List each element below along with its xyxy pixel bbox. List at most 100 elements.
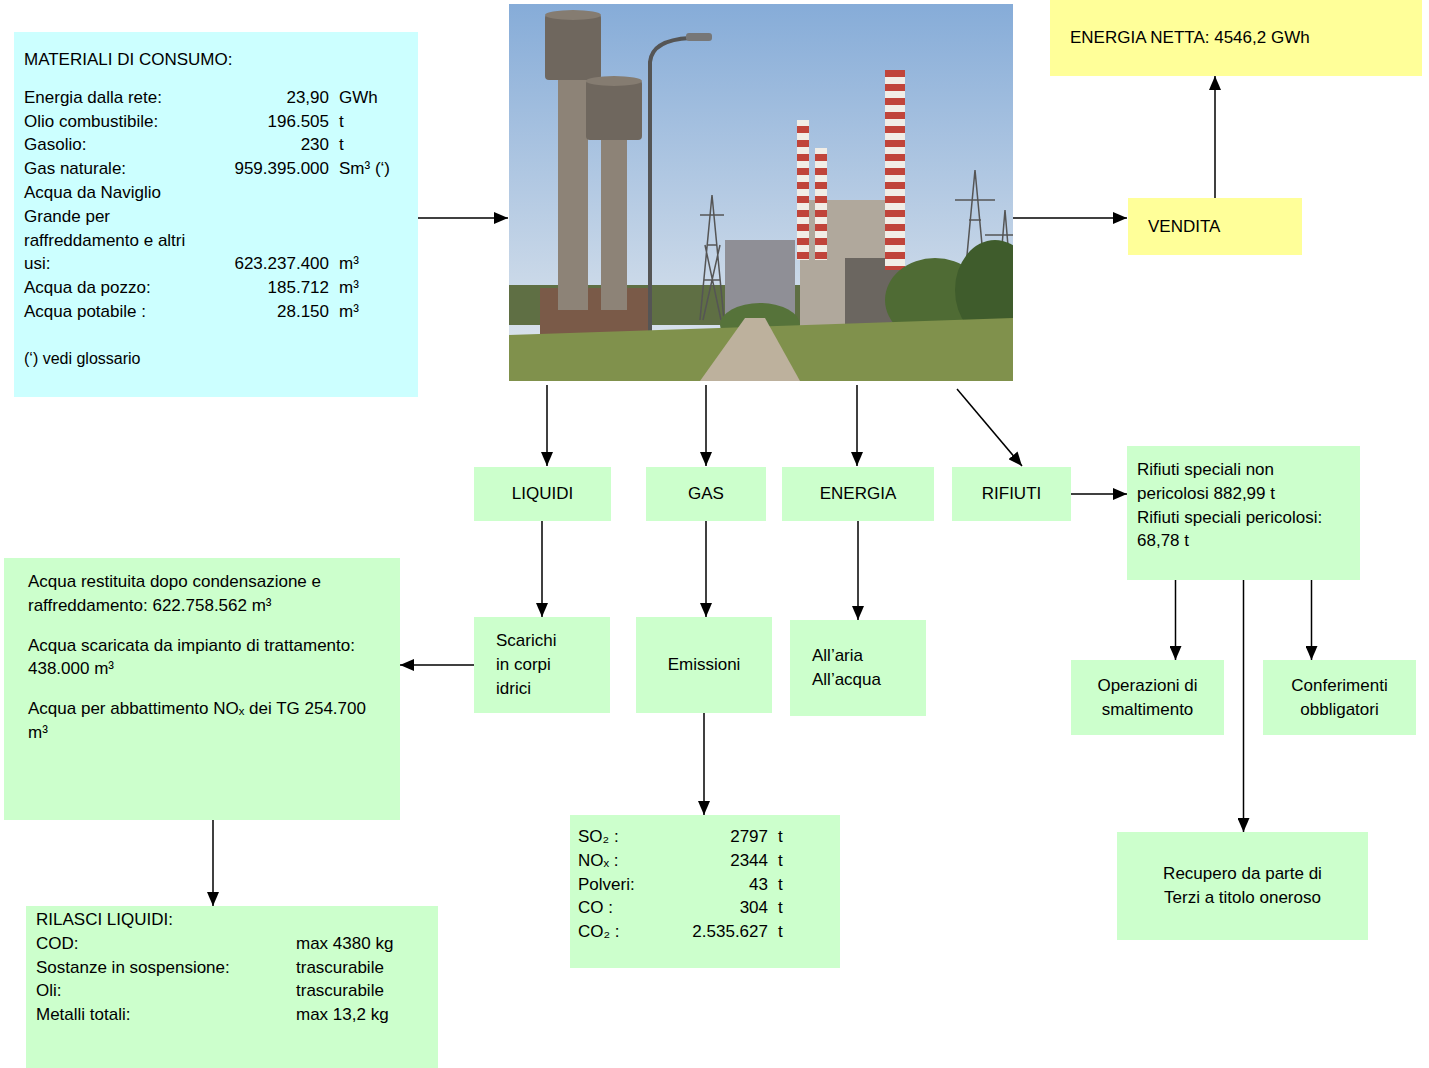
table-cell: CO :	[578, 896, 658, 920]
process-box: VENDITA	[1128, 198, 1302, 255]
table-cell: Acqua da Naviglio Grande per raffreddame…	[24, 181, 204, 276]
flow-arrow	[1175, 580, 1177, 660]
water-tower-stem	[558, 78, 588, 310]
table-cell: NOₓ :	[578, 849, 658, 873]
flow-arrow	[400, 664, 474, 666]
process-box: Recupero da parte di Terzi a titolo oner…	[1117, 832, 1368, 940]
table-cell: 304	[668, 896, 768, 920]
flow-arrow	[856, 385, 858, 466]
process-box: Conferimenti obbligatori	[1263, 660, 1416, 735]
box-text: Operazioni di smaltimento	[1079, 674, 1216, 722]
heading-text: MATERIALI DI CONSUMO:	[24, 48, 408, 72]
value-table: Energia dalla rete:23,90GWhOlio combusti…	[24, 86, 408, 324]
process-box: Emissioni	[636, 617, 772, 713]
table-cell: 196.505	[214, 110, 329, 134]
table-cell: Sm³ (‘)	[339, 157, 401, 181]
lamp	[686, 33, 712, 41]
table-cell: Olio combustibile:	[24, 110, 204, 134]
category-box: ENERGIA	[782, 467, 934, 521]
waste-box: Rifiuti speciali non pericolosi 882,99 t…	[1127, 446, 1360, 580]
flow-arrow	[1071, 493, 1127, 495]
box-text: VENDITA	[1148, 215, 1282, 239]
flow-arrow	[1243, 580, 1245, 832]
table-cell: 959.395.000	[214, 157, 329, 181]
table-cell: GWh	[339, 86, 401, 110]
table-cell: SO₂ :	[578, 825, 658, 849]
box-text: All’acqua	[812, 668, 918, 692]
category-box: RIFIUTI	[952, 467, 1071, 521]
box-text: All’aria	[812, 644, 918, 668]
table-cell: t	[778, 825, 808, 849]
pylon	[700, 195, 724, 320]
flow-arrow	[418, 217, 508, 219]
flow-arrow	[705, 385, 707, 466]
table-cell: COD:	[36, 932, 286, 956]
table-cell: 2.535.627	[668, 920, 768, 944]
process-box: All’ariaAll’acqua	[790, 620, 926, 716]
table-cell: t	[339, 110, 401, 134]
table-cell: 28.150	[214, 300, 329, 324]
table-cell: m³	[339, 276, 401, 300]
value-table: SO₂ :2797tNOₓ :2344tPolveri:43tCO :304tC…	[578, 825, 832, 944]
flow-arrow	[1311, 580, 1313, 660]
chimney	[815, 148, 827, 260]
category-box: LIQUIDI	[474, 467, 611, 521]
lawn	[509, 318, 1013, 381]
table-cell: 2344	[668, 849, 768, 873]
category-box: GAS	[646, 467, 766, 521]
box-text: ENERGIA	[790, 482, 926, 506]
emissions-table: SO₂ :2797tNOₓ :2344tPolveri:43tCO :304tC…	[570, 815, 840, 968]
table-cell: Gasolio:	[24, 133, 204, 157]
box-text: Acqua per abbattimento NOₓ dei TG 254.70…	[28, 697, 388, 745]
table-cell: Gas naturale:	[24, 157, 204, 181]
process-box: Operazioni di smaltimento	[1071, 660, 1224, 735]
box-text: Acqua scaricata da impianto di trattamen…	[28, 634, 388, 682]
table-cell: max 4380 kg	[296, 932, 436, 956]
water-tower-tank	[545, 14, 601, 80]
process-box: Scarichi in corpi idrici	[474, 617, 610, 713]
table-cell: Metalli totali:	[36, 1003, 286, 1027]
power-plant-photo	[509, 4, 1013, 381]
water-tower-top	[545, 10, 601, 20]
water-tower-stem	[601, 138, 627, 310]
flow-arrow	[541, 521, 543, 617]
table-cell: Sostanze in sospensione:	[36, 956, 286, 980]
table-cell: t	[778, 873, 808, 897]
chimney	[885, 70, 905, 270]
chimney	[797, 120, 809, 260]
box-text: LIQUIDI	[482, 482, 603, 506]
heading-text: RILASCI LIQUIDI:	[36, 908, 428, 932]
table-cell: Energia dalla rete:	[24, 86, 204, 110]
water-tower-top	[586, 76, 642, 86]
flow-arrow	[1214, 76, 1216, 198]
box-text: Acqua restituita dopo condensazione e ra…	[28, 570, 388, 618]
flow-arrow	[705, 521, 707, 617]
flow-arrow	[957, 389, 1022, 466]
path	[700, 318, 800, 381]
table-cell: 230	[214, 133, 329, 157]
box-text: Rifiuti speciali non pericolosi 882,99 t	[1137, 458, 1350, 506]
table-cell: trascurabile	[296, 956, 436, 980]
box-text: GAS	[654, 482, 758, 506]
flow-arrow	[703, 713, 705, 815]
flow-arrow	[546, 385, 548, 466]
output-box: ENERGIA NETTA: 4546,2 GWh	[1050, 0, 1422, 76]
table-cell: CO₂ :	[578, 920, 658, 944]
discharge-table: RILASCI LIQUIDI:COD: max 4380 kg Sostanze …	[26, 906, 438, 1068]
water-tower-tank	[586, 80, 642, 140]
table-cell: t	[339, 133, 401, 157]
table-cell: max 13,2 kg	[296, 1003, 436, 1027]
water-output-box: Acqua restituita dopo condensazione e ra…	[4, 558, 400, 820]
table-cell: 43	[668, 873, 768, 897]
table-cell: trascurabile	[296, 979, 436, 1003]
table-cell: m³	[339, 252, 401, 276]
table-cell: t	[778, 896, 808, 920]
table-cell: Acqua da pozzo:	[24, 276, 204, 300]
flow-arrow	[1013, 217, 1127, 219]
table-cell: t	[778, 920, 808, 944]
table-cell: Acqua potabile :	[24, 300, 204, 324]
flow-arrow	[212, 820, 214, 906]
box-text: Conferimenti obbligatori	[1271, 674, 1408, 722]
table-cell: Polveri:	[578, 873, 658, 897]
